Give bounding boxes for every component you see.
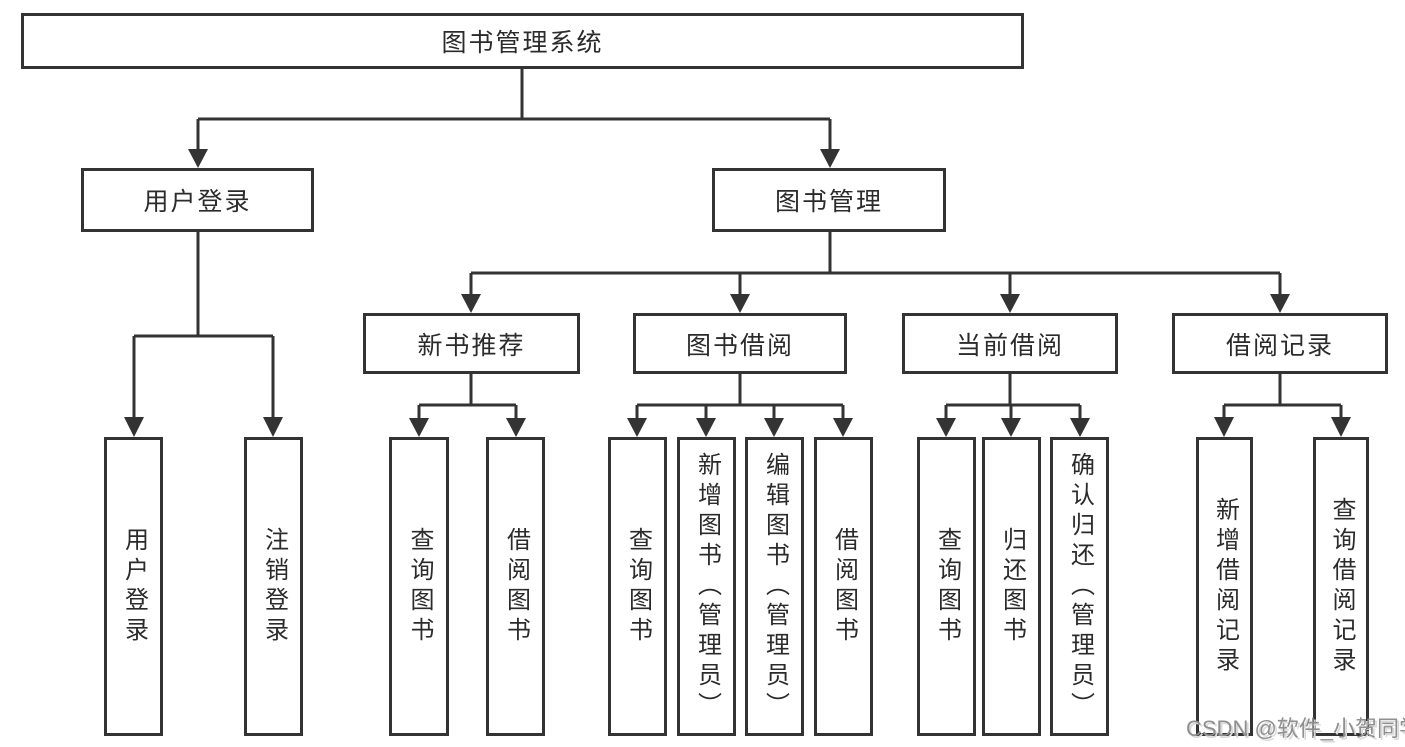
leaf-label: 新增图书（管理员） [693, 451, 721, 722]
leaf-add-borrow-record: 新增借阅记录 [1196, 437, 1253, 736]
leaf-label: 编辑图书（管理员） [761, 451, 789, 722]
leaf-borrow-books-recommend: 借阅图书 [486, 437, 545, 736]
leaf-query-borrow-record: 查询借阅记录 [1313, 437, 1369, 736]
node-borrowing-records: 借阅记录 [1172, 313, 1388, 374]
node-library-management-system: 图书管理系统 [21, 13, 1024, 69]
leaf-user-login: 用户登录 [104, 437, 163, 736]
leaf-label: 用户登录 [120, 526, 148, 647]
node-label: 图书管理 [774, 188, 883, 216]
node-new-book-recommendation: 新书推荐 [363, 313, 580, 374]
node-label: 用户登录 [143, 188, 252, 216]
watermark: CSDN @软件_小贺同学 [1186, 716, 1405, 741]
leaf-confirm-return-admin: 确认归还（管理员） [1050, 437, 1109, 736]
leaf-label: 归还图书 [998, 526, 1026, 647]
leaf-query-books-current: 查询图书 [917, 437, 976, 736]
node-current-borrowing: 当前借阅 [902, 313, 1118, 374]
leaf-label: 确认归还（管理员） [1066, 451, 1094, 722]
leaf-logout: 注销登录 [244, 437, 303, 736]
arrowheads [124, 149, 1351, 437]
leaf-add-books-admin: 新增图书（管理员） [677, 437, 736, 736]
leaf-label: 查询图书 [933, 526, 961, 647]
node-label: 当前借阅 [955, 331, 1064, 360]
leaf-borrow-books-borrow: 借阅图书 [814, 437, 873, 736]
leaf-return-books: 归还图书 [982, 437, 1041, 736]
leaf-edit-books-admin: 编辑图书（管理员） [745, 437, 804, 736]
node-label: 新书推荐 [417, 331, 526, 360]
node-label: 图书管理系统 [441, 29, 604, 57]
node-book-management: 图书管理 [712, 168, 946, 232]
leaf-query-books-recommend: 查询图书 [389, 437, 449, 736]
leaf-label: 借阅图书 [502, 526, 530, 647]
node-book-borrowing: 图书借阅 [633, 313, 847, 374]
leaf-label: 注销登录 [260, 526, 288, 647]
node-label: 图书借阅 [685, 331, 794, 360]
leaf-label: 查询借阅记录 [1328, 496, 1355, 677]
leaf-label: 查询图书 [406, 526, 433, 647]
node-user-login: 用户登录 [81, 168, 314, 232]
leaf-label: 新增借阅记录 [1211, 496, 1239, 677]
leaf-label: 借阅图书 [830, 526, 858, 647]
leaf-label: 查询图书 [624, 526, 652, 647]
node-label: 借阅记录 [1225, 331, 1334, 360]
leaf-query-books-borrow: 查询图书 [608, 437, 667, 736]
